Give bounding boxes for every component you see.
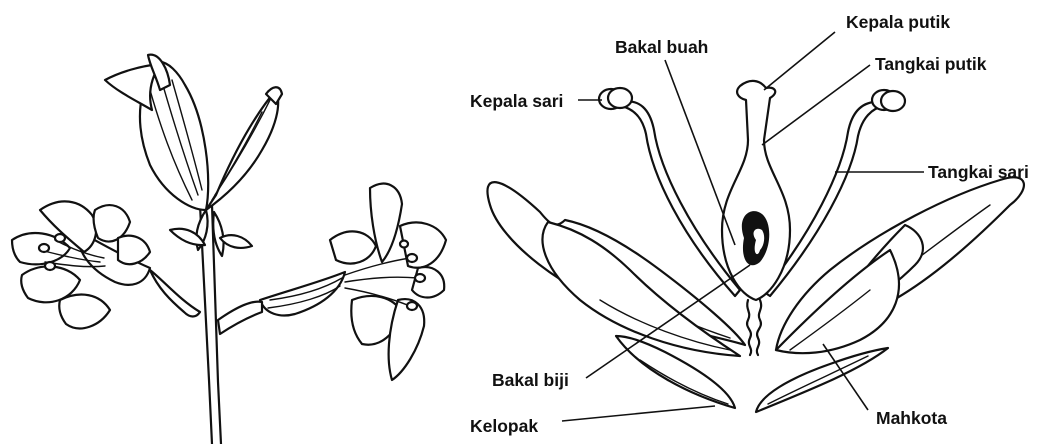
label-bakal-buah: Bakal buah	[615, 37, 708, 57]
label-tangkai-putik: Tangkai putik	[875, 54, 987, 74]
label-bakal-biji: Bakal biji	[492, 370, 569, 390]
label-kelopak: Kelopak	[470, 416, 538, 436]
label-kepala-sari: Kepala sari	[470, 91, 563, 111]
lily-plant-illustration	[12, 55, 446, 444]
label-tangkai-sari: Tangkai sari	[928, 162, 1029, 182]
flower-cross-section	[487, 81, 1023, 412]
label-kepala-putik: Kepala putik	[846, 12, 950, 32]
label-mahkota: Mahkota	[876, 408, 947, 428]
